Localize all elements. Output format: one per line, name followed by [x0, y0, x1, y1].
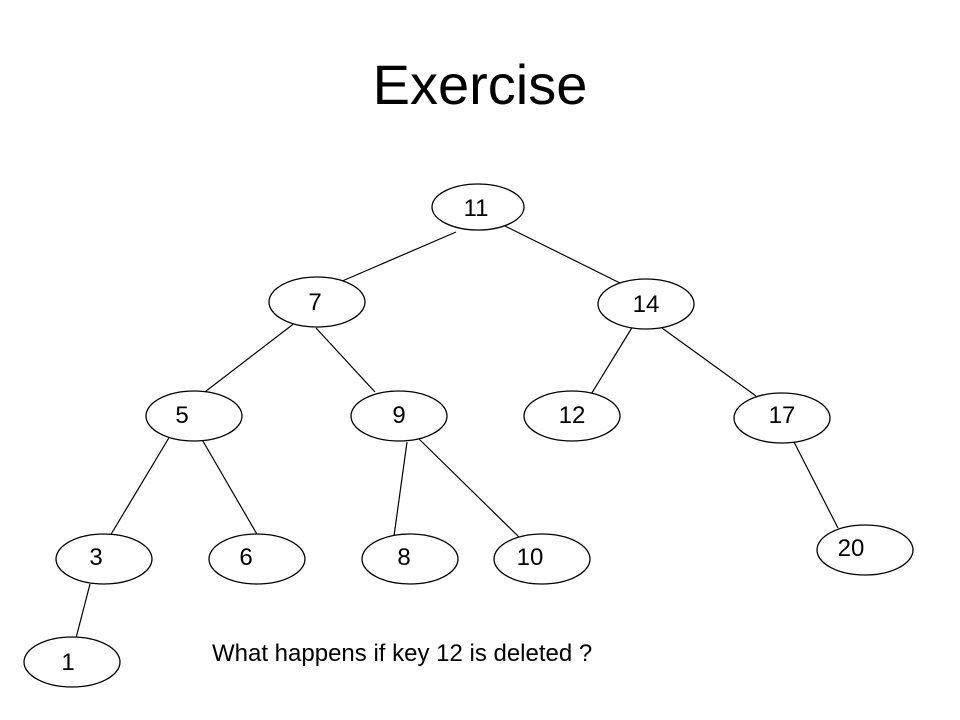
node-12: 12 — [523, 390, 621, 442]
node-10: 10 — [493, 533, 591, 585]
edge-7-9 — [315, 327, 376, 393]
node-7: 7 — [268, 276, 366, 328]
edge-9-10 — [417, 437, 523, 541]
node-label: 5 — [175, 402, 188, 429]
question-text: What happens if key 12 is deleted ? — [212, 640, 593, 667]
edge-3-1 — [75, 583, 91, 639]
node-5: 5 — [145, 390, 243, 442]
node-6: 6 — [208, 533, 306, 585]
edge-9-8 — [393, 441, 408, 537]
node-11: 11 — [431, 183, 525, 231]
node-label: 10 — [517, 544, 544, 571]
node-label: 17 — [769, 402, 796, 429]
node-20: 20 — [816, 524, 914, 576]
edge-17-20 — [793, 441, 839, 529]
node-label: 1 — [61, 649, 74, 676]
node-label: 14 — [633, 291, 660, 318]
edge-7-5 — [196, 321, 297, 399]
node-label: 8 — [397, 544, 410, 571]
node-label: 6 — [239, 544, 252, 571]
node-label: 3 — [89, 544, 102, 571]
slide-title: Exercise — [372, 53, 588, 116]
node-14: 14 — [597, 278, 695, 330]
node-label: 20 — [838, 535, 865, 562]
node-label: 12 — [559, 402, 586, 429]
edge-11-7 — [339, 231, 457, 283]
node-label: 11 — [464, 195, 489, 222]
node-17: 17 — [733, 392, 831, 444]
node-3: 3 — [55, 533, 153, 585]
edge-5-6 — [199, 435, 259, 537]
edge-11-14 — [504, 225, 623, 285]
node-9: 9 — [350, 390, 448, 442]
node-1: 1 — [23, 636, 121, 688]
node-label: 7 — [308, 289, 321, 316]
edge-14-12 — [589, 325, 634, 397]
node-8: 8 — [361, 533, 459, 585]
edge-5-3 — [109, 435, 171, 537]
edge-14-17 — [661, 327, 757, 397]
node-label: 9 — [392, 402, 405, 429]
